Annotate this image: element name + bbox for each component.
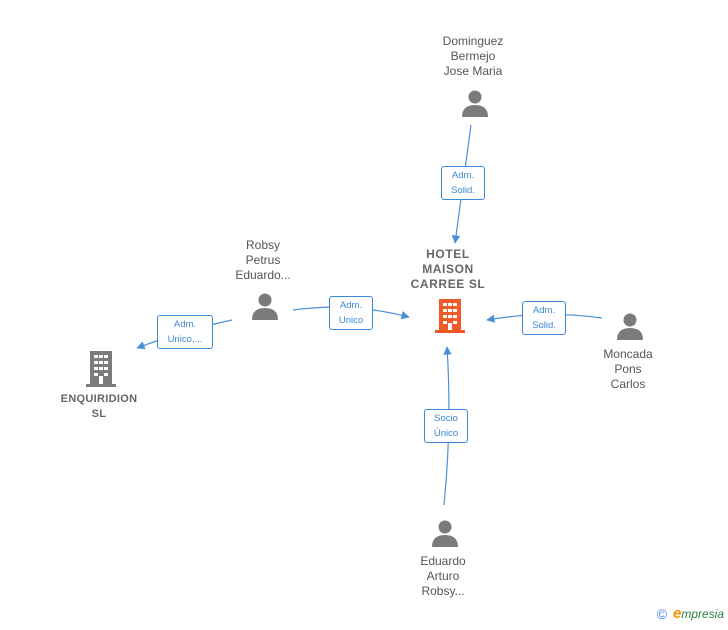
node-label-line: SL bbox=[91, 408, 107, 420]
node-label-line: Eduardo... bbox=[235, 268, 291, 282]
node-label-line: CARREE SL bbox=[410, 277, 486, 291]
relation-robsy-hotel[interactable]: Adm. Unico bbox=[329, 296, 373, 330]
node-label-line: HOTEL bbox=[426, 247, 470, 261]
relation-moncada-hotel[interactable]: Adm. Solid. bbox=[522, 301, 566, 335]
node-label-line: Dominguez bbox=[442, 34, 504, 48]
node-label-line: ENQUIRIDION bbox=[60, 393, 138, 405]
relation-robsy-enquiridion[interactable]: Adm. Unico,... bbox=[157, 315, 213, 349]
node-label-line: Robsy... bbox=[421, 584, 465, 598]
building-icon[interactable] bbox=[434, 299, 466, 333]
relation-label-line: Unico bbox=[338, 315, 364, 326]
node-label-line: Arturo bbox=[426, 569, 460, 583]
relation-label-line: Único bbox=[433, 428, 459, 439]
person-icon[interactable] bbox=[250, 291, 280, 321]
relation-label-line: Adm. bbox=[339, 300, 363, 311]
node-label-line: Jose Maria bbox=[443, 64, 503, 78]
brand-initial: e bbox=[672, 605, 682, 622]
person-icon[interactable] bbox=[430, 518, 460, 548]
person-icon[interactable] bbox=[615, 311, 645, 341]
relation-eduardo-hotel[interactable]: Socio Único bbox=[424, 409, 468, 443]
footer-brand[interactable]: © empresia bbox=[657, 605, 724, 622]
node-label-line: MAISON bbox=[422, 262, 474, 276]
person-icon[interactable] bbox=[460, 88, 490, 118]
node-label-line: Pons bbox=[614, 362, 642, 376]
copyright-icon: © bbox=[656, 605, 667, 622]
relation-label-line: Solid. bbox=[451, 185, 475, 196]
node-eduardo-arturo-label[interactable]: Eduardo Arturo Robsy... bbox=[420, 554, 465, 599]
node-enquiridion-label[interactable]: ENQUIRIDION SL bbox=[61, 392, 138, 422]
node-label-line: Robsy bbox=[245, 238, 280, 252]
building-icon[interactable] bbox=[85, 351, 117, 387]
node-robsy-petrus-label[interactable]: Robsy Petrus Eduardo... bbox=[235, 238, 290, 283]
relation-label-line: Socio bbox=[434, 413, 458, 424]
node-hotel-label[interactable]: HOTEL MAISON CARREE SL bbox=[411, 247, 486, 292]
node-label-line: Eduardo bbox=[420, 554, 466, 568]
relation-label-line: Adm. bbox=[173, 319, 197, 330]
node-label-line: Moncada bbox=[603, 347, 653, 361]
node-label-line: Carlos bbox=[610, 377, 646, 391]
node-label-line: Bermejo bbox=[450, 49, 496, 63]
brand-logo: empresia bbox=[673, 605, 724, 622]
relation-label-line: Adm. bbox=[451, 170, 475, 181]
brand-name: mpresia bbox=[681, 607, 724, 621]
relation-label-line: Unico,... bbox=[167, 334, 203, 345]
relation-label-line: Adm. bbox=[532, 305, 556, 316]
node-moncada-label[interactable]: Moncada Pons Carlos bbox=[603, 347, 652, 392]
relation-dominguez-hotel[interactable]: Adm. Solid. bbox=[441, 166, 485, 200]
node-label-line: Petrus bbox=[245, 253, 281, 267]
node-dominguez-label[interactable]: Dominguez Bermejo Jose Maria bbox=[443, 34, 504, 79]
relation-label-line: Solid. bbox=[532, 320, 556, 331]
